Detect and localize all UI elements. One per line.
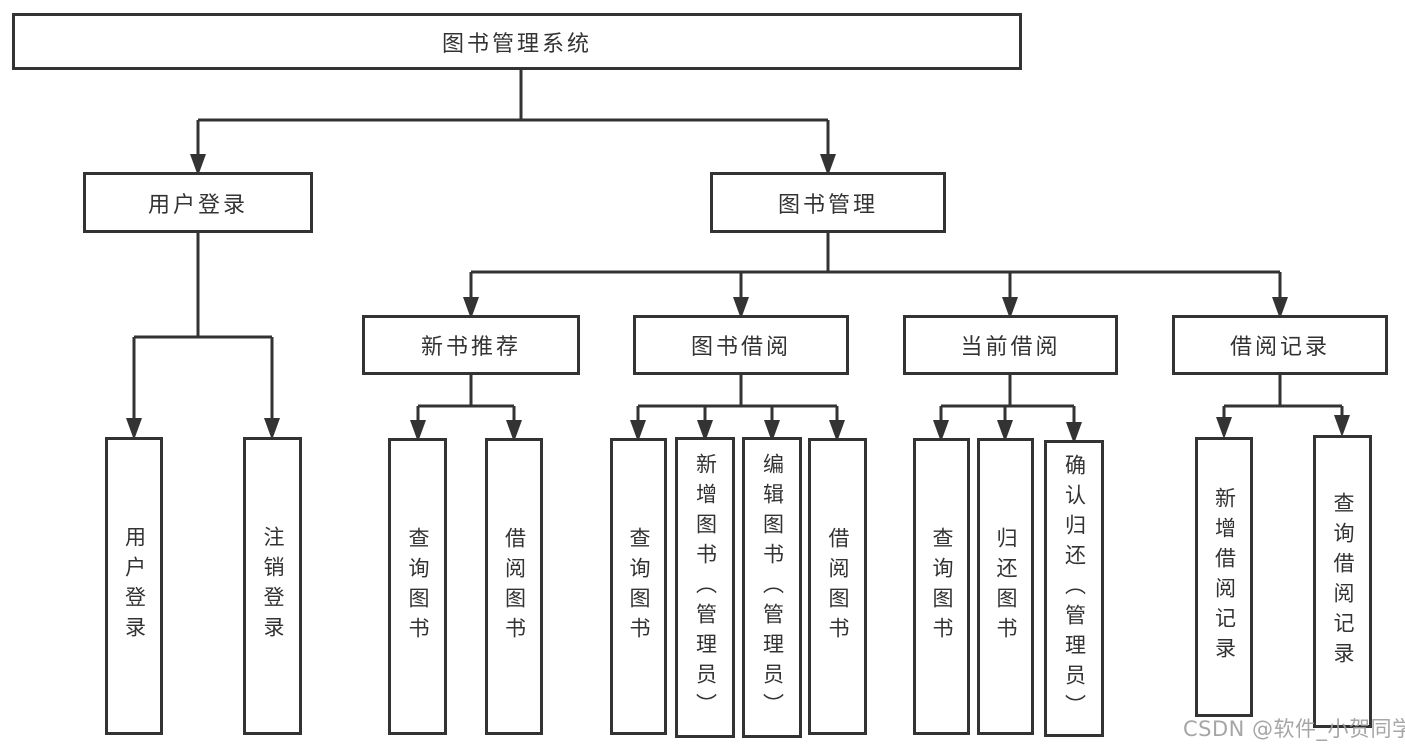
leaf-edit-books-admin: 编辑图书（管理员）: [742, 437, 802, 738]
leaf-user-login: 用户登录: [105, 437, 163, 735]
leaf-query-books-newbook: 查询图书: [388, 438, 447, 735]
leaf-query-books-borrow: 查询图书: [610, 438, 667, 735]
node-book-management: 图书管理: [710, 172, 946, 233]
leaf-borrow-books-borrow: 借阅图书: [808, 438, 867, 735]
leaf-add-books-admin: 新增图书（管理员）: [675, 437, 735, 738]
leaf-logout-login: 注销登录: [243, 437, 302, 735]
leaf-query-borrow-record: 查询借阅记录: [1313, 435, 1372, 728]
watermark: CSDN @软件_小贺同学: [1183, 717, 1405, 741]
node-user-login: 用户登录: [83, 172, 313, 233]
node-current-borrow: 当前借阅: [903, 315, 1118, 375]
leaf-add-borrow-record: 新增借阅记录: [1195, 437, 1253, 717]
node-new-book-recommend: 新书推荐: [362, 315, 580, 375]
node-borrow-record: 借阅记录: [1172, 315, 1388, 375]
leaf-borrow-books-newbook: 借阅图书: [485, 438, 543, 735]
leaf-return-books: 归还图书: [977, 438, 1034, 735]
leaf-confirm-return-admin: 确认归还（管理员）: [1044, 440, 1104, 737]
node-book-borrow: 图书借阅: [633, 315, 849, 375]
node-root: 图书管理系统: [12, 13, 1022, 70]
leaf-query-books-current: 查询图书: [913, 438, 970, 735]
